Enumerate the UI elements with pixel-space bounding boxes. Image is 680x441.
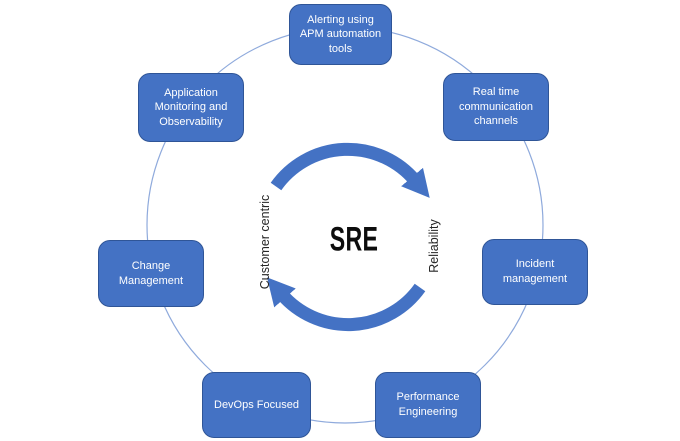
node-devops-focused-label: DevOps Focused (214, 398, 299, 411)
node-change-management: Change Management (98, 240, 204, 307)
node-devops-focused: DevOps Focused (202, 372, 311, 438)
node-application-monitoring: Application Monitoring and Observability (138, 73, 244, 142)
customer-centric-label: Customer centric (258, 194, 272, 290)
reliability-label: Reliability (427, 219, 441, 273)
node-change-management-label: Change Management (118, 259, 184, 287)
node-incident-management-label: Incident management (502, 258, 568, 285)
cycle-arrow-bottom (267, 277, 426, 332)
node-incident-management: Incident management (482, 239, 588, 305)
node-real-time-communication-label: Real time communication channels (459, 86, 533, 128)
cycle-arrow-top (270, 142, 430, 198)
node-performance-engineering-label: Performance Engineering (396, 391, 460, 418)
node-application-monitoring-label: Application Monitoring and Observability (154, 86, 228, 128)
node-performance-engineering: Performance Engineering (375, 372, 481, 438)
node-alerting-apm: Alerting using APM automation tools (289, 4, 392, 65)
node-alerting-apm-label: Alerting using APM automation tools (299, 13, 382, 55)
center-sre-label: SRE (329, 220, 379, 259)
node-real-time-communication: Real time communication channels (443, 73, 549, 141)
